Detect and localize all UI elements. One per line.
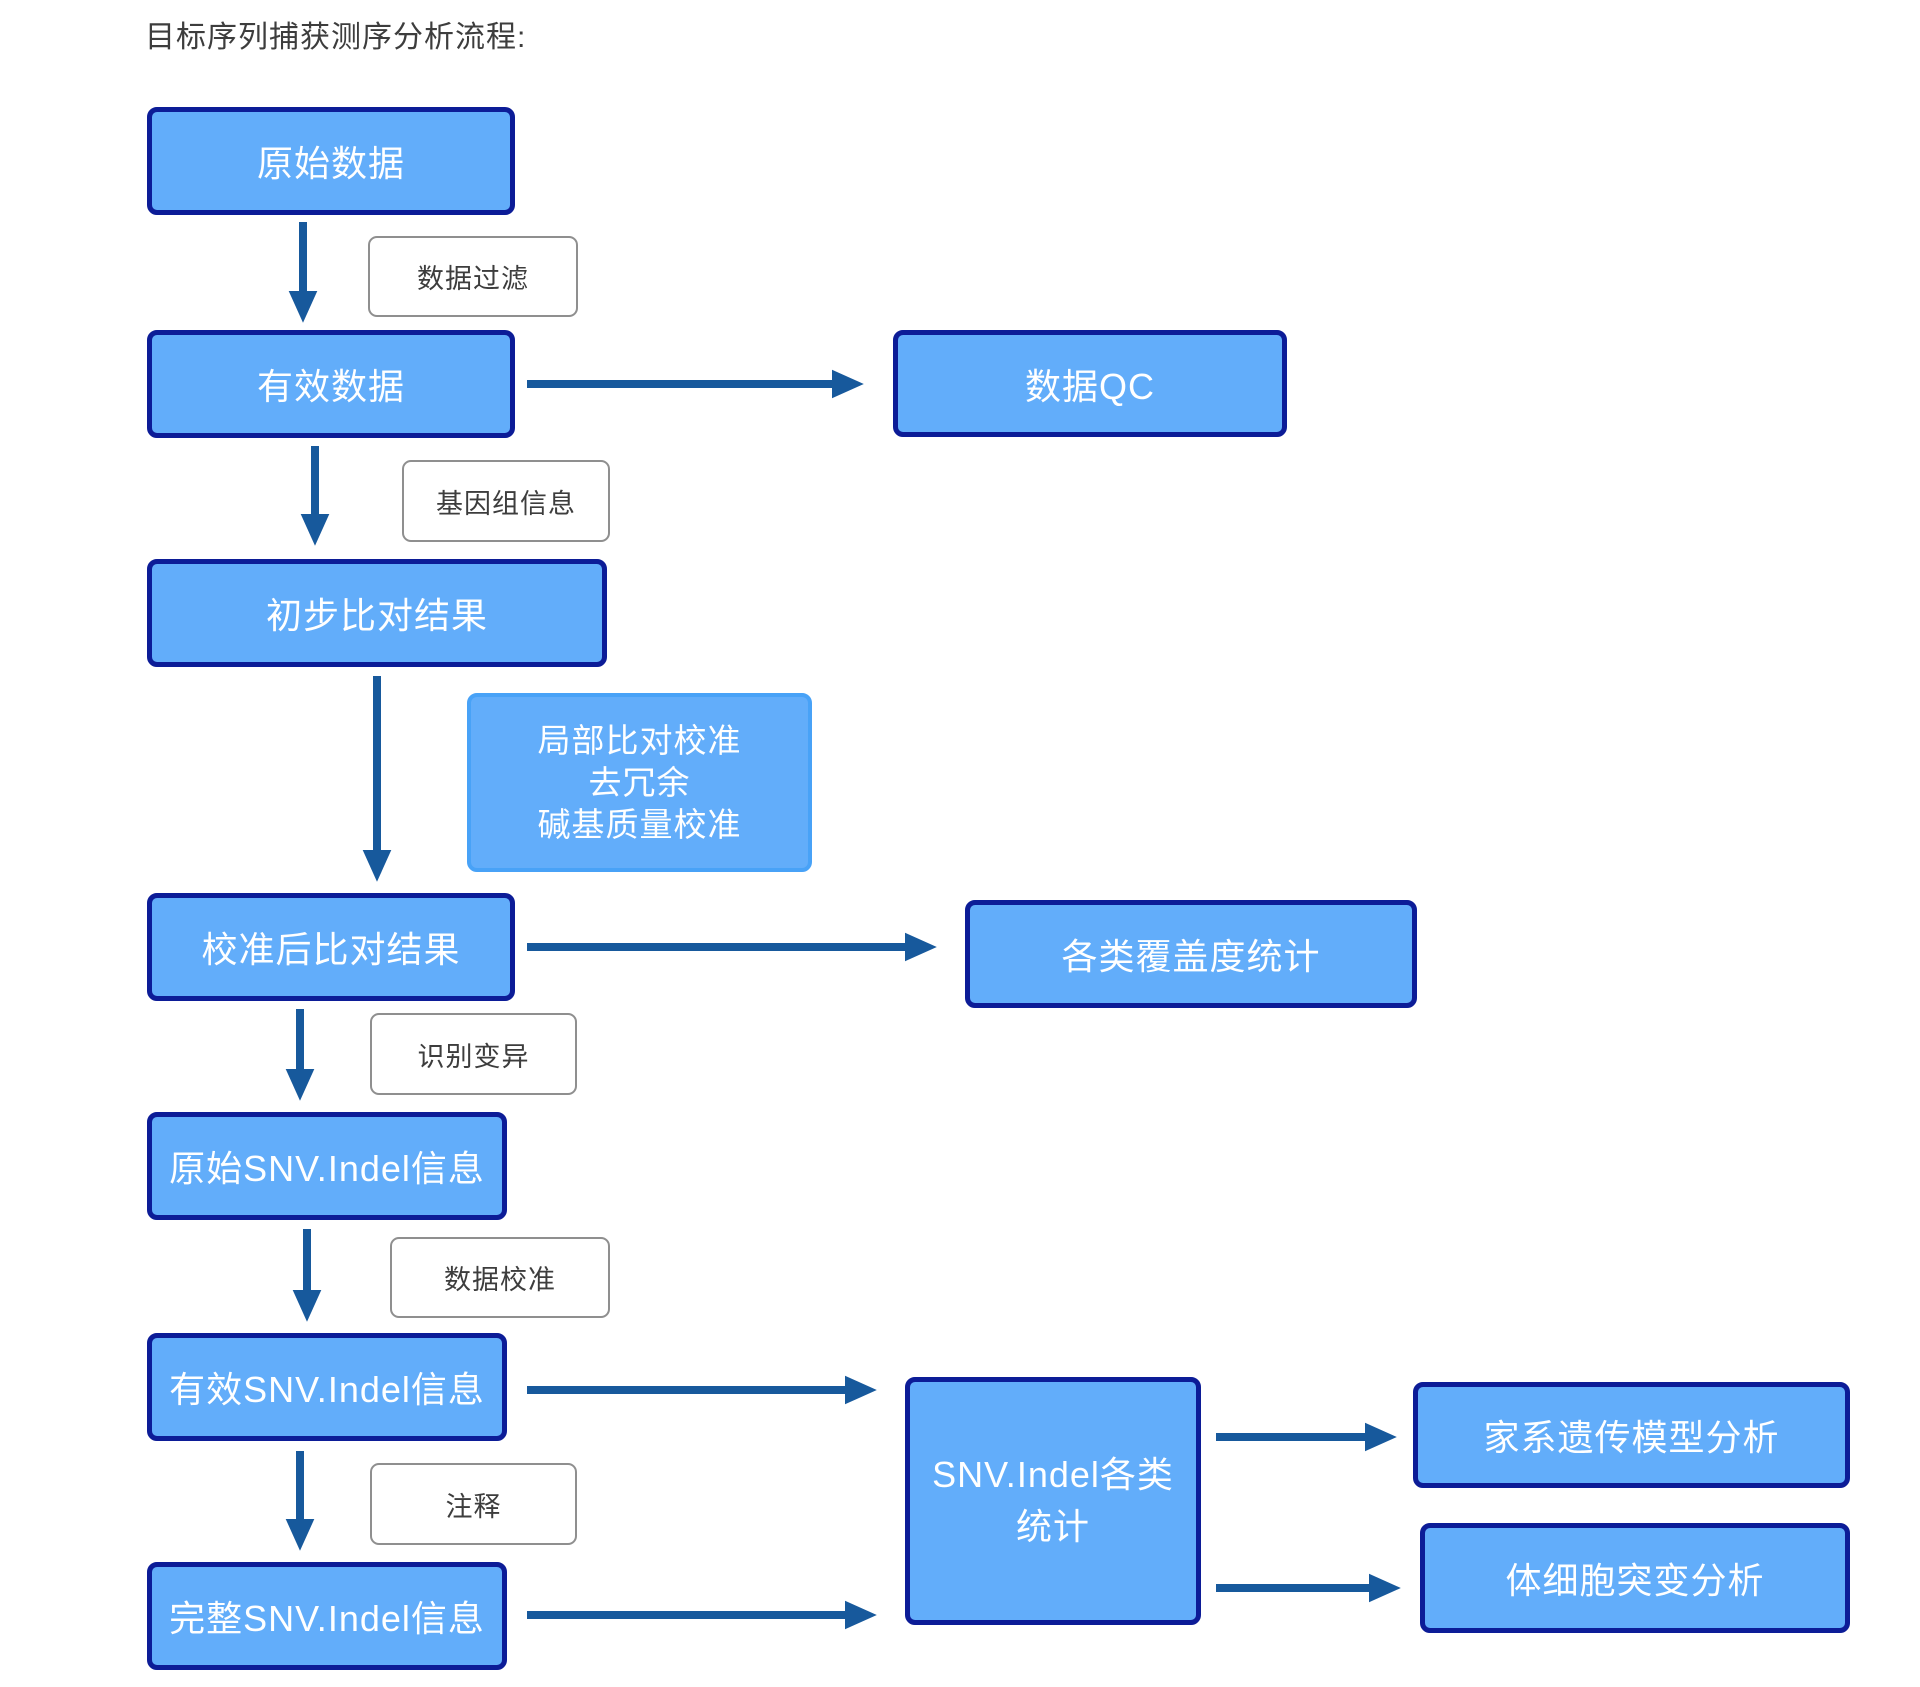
node-valid-snv-indel-label: 有效SNV.Indel信息 <box>169 1369 485 1410</box>
label-variant-calling-text: 识别变异 <box>417 1041 530 1072</box>
node-coverage-stats-label: 各类覆盖度统计 <box>1061 936 1321 977</box>
page-title: 目标序列捕获测序分析流程: <box>145 21 527 54</box>
node-data-qc-label: 数据QC <box>1024 365 1155 407</box>
node-raw-snv-indel-label: 原始SNV.Indel信息 <box>169 1148 485 1189</box>
node-initial-alignment: 初步比对结果 <box>147 559 607 667</box>
node-raw-data-label: 原始数据 <box>256 143 405 184</box>
label-annotation: 注释 <box>370 1463 577 1545</box>
label-local-realign-line3: 碱基质量校准 <box>537 805 742 843</box>
node-snv-indel-stats-label: SNV.Indel各类统计 <box>932 1454 1174 1547</box>
node-calibrated-alignment-label: 校准后比对结果 <box>201 929 461 970</box>
label-genome-info-text: 基因组信息 <box>436 488 576 519</box>
node-raw-snv-indel: 原始SNV.Indel信息 <box>147 1112 507 1220</box>
node-somatic-mutation-analysis: 体细胞突变分析 <box>1420 1523 1850 1633</box>
label-variant-calling: 识别变异 <box>370 1013 577 1095</box>
node-somatic-mutation-analysis-label: 体细胞突变分析 <box>1505 1560 1765 1601</box>
label-data-filter: 数据过滤 <box>368 236 578 317</box>
node-calibrated-alignment: 校准后比对结果 <box>147 893 515 1001</box>
node-clean-data-label: 有效数据 <box>256 366 405 407</box>
node-data-qc: 数据QC <box>893 330 1287 437</box>
node-complete-snv-indel-label: 完整SNV.Indel信息 <box>169 1598 485 1639</box>
node-valid-snv-indel: 有效SNV.Indel信息 <box>147 1333 507 1441</box>
node-raw-data: 原始数据 <box>147 107 515 215</box>
node-initial-alignment-label: 初步比对结果 <box>265 595 488 636</box>
label-data-filter-text: 数据过滤 <box>417 264 529 294</box>
node-coverage-stats: 各类覆盖度统计 <box>965 900 1417 1008</box>
label-local-realign: 局部比对校准 去冗余 碱基质量校准 <box>467 693 812 872</box>
label-genome-info: 基因组信息 <box>402 460 610 542</box>
label-data-calibration: 数据校准 <box>390 1237 610 1318</box>
label-local-realign-line2: 去冗余 <box>588 763 691 801</box>
label-data-calibration-text: 数据校准 <box>444 1265 556 1295</box>
node-snv-indel-stats: SNV.Indel各类统计 <box>905 1377 1201 1625</box>
node-complete-snv-indel: 完整SNV.Indel信息 <box>147 1562 507 1670</box>
label-annotation-text: 注释 <box>445 1491 502 1522</box>
label-local-realign-line1: 局部比对校准 <box>537 721 742 759</box>
node-clean-data: 有效数据 <box>147 330 515 438</box>
node-pedigree-model-analysis-label: 家系遗传模型分析 <box>1483 1417 1780 1458</box>
node-pedigree-model-analysis: 家系遗传模型分析 <box>1413 1382 1850 1488</box>
